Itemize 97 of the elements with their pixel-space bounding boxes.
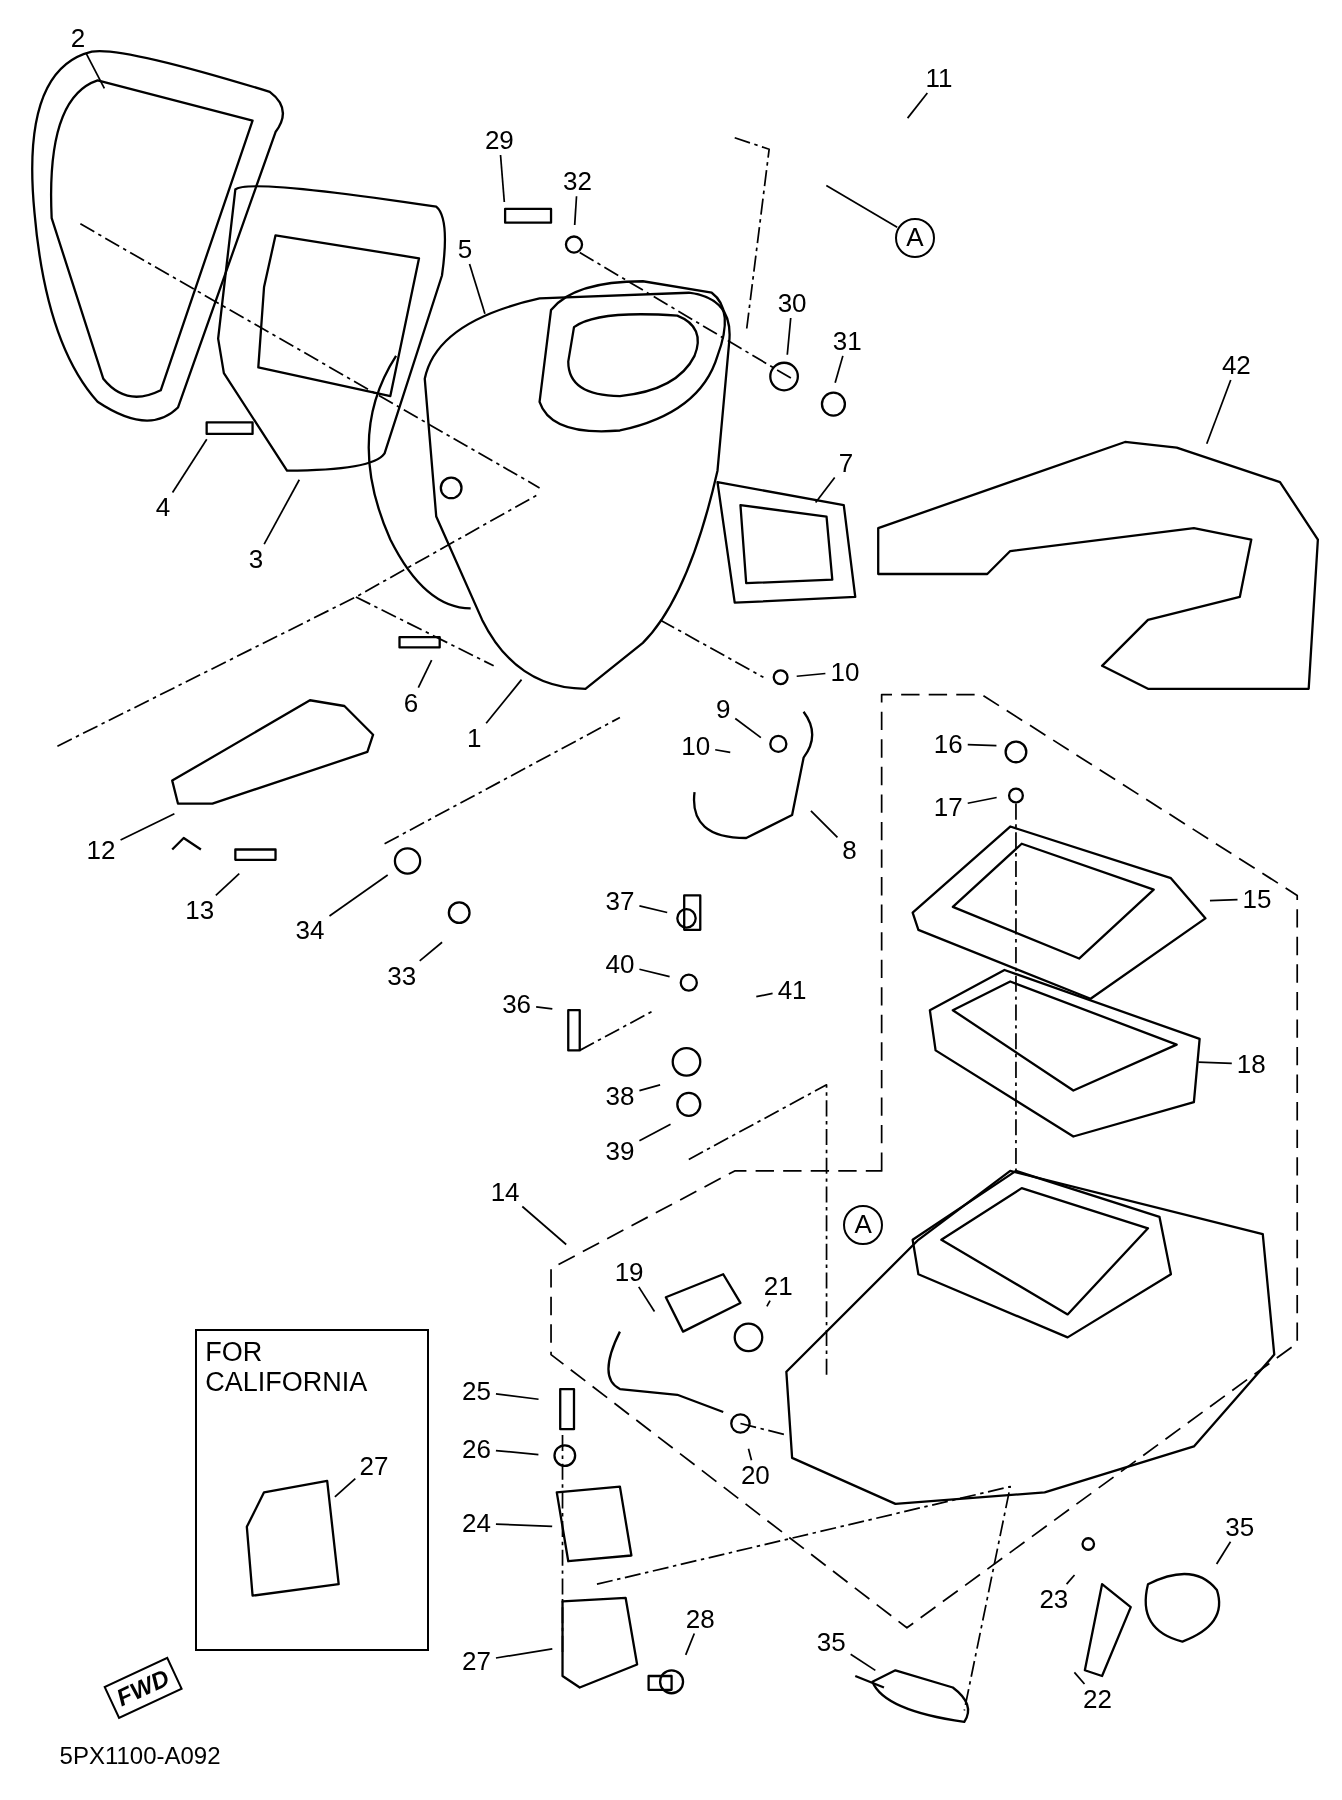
callout-number: 27 — [359, 1451, 389, 1480]
callout-number: 21 — [763, 1271, 793, 1300]
leader-line — [734, 717, 762, 739]
callout-number: 6 — [403, 688, 419, 717]
callout-number: 16 — [933, 729, 963, 758]
leader-line — [171, 438, 208, 494]
leader-line — [714, 748, 732, 754]
leader-line — [521, 1205, 568, 1246]
leader-line — [966, 796, 998, 805]
leader-line — [966, 743, 998, 747]
callout-number: 27 — [461, 1647, 491, 1676]
callout-number: 29 — [484, 126, 514, 155]
leader-line — [214, 872, 241, 897]
leader-line — [499, 154, 506, 203]
callout-number: 38 — [605, 1082, 635, 1111]
callout-number: 35 — [816, 1627, 846, 1656]
callout-number: 10 — [830, 657, 860, 686]
callout-number: 30 — [777, 289, 807, 318]
callout-number: 20 — [740, 1461, 770, 1490]
callout-number: 39 — [605, 1137, 635, 1166]
leader-line — [1205, 379, 1232, 445]
callout-number: 9 — [716, 695, 731, 724]
callout-number: 22 — [1083, 1685, 1112, 1713]
leader-line — [334, 1477, 357, 1498]
direction-label: FWD — [103, 1656, 184, 1719]
leader-line — [1073, 1671, 1086, 1685]
leader-line — [755, 992, 774, 998]
callout-number: 31 — [832, 326, 862, 355]
leader-line — [638, 1123, 672, 1142]
leader-line — [418, 941, 443, 962]
drawing-code: 5PX1100-A092 — [59, 1742, 221, 1771]
leader-line — [485, 678, 523, 725]
leader-line — [1197, 1061, 1233, 1065]
leader-line — [263, 478, 301, 545]
leader-line — [495, 1648, 554, 1659]
callout-number: 3 — [248, 545, 264, 574]
callout-number: 12 — [86, 835, 116, 864]
leader-line — [1209, 898, 1239, 902]
callout-number: 24 — [461, 1509, 491, 1538]
callout-number: 17 — [933, 793, 963, 822]
callout-number: 32 — [563, 167, 592, 196]
leader-line — [747, 1447, 753, 1462]
leader-line — [638, 1083, 661, 1092]
callout-number: 14 — [490, 1177, 520, 1206]
callout-number: 35 — [1225, 1512, 1255, 1541]
leader-line — [834, 355, 844, 384]
callout-number: 13 — [185, 896, 215, 925]
callout-number: 26 — [461, 1434, 491, 1463]
callout-number: 7 — [838, 448, 854, 477]
callout-number: 25 — [461, 1377, 491, 1406]
leader-line — [637, 1286, 656, 1313]
leader-line — [1215, 1540, 1232, 1565]
leader-line — [906, 92, 929, 119]
note-heading: FOR CALIFORNIA — [205, 1337, 369, 1398]
leader-line — [85, 51, 106, 90]
leader-line — [814, 476, 836, 504]
reference-circle: A — [843, 1204, 884, 1245]
leader-line — [766, 1299, 771, 1308]
leader-line — [638, 905, 669, 914]
leader-line — [1065, 1574, 1076, 1586]
leader-line — [495, 1523, 554, 1528]
callout-number: 10 — [681, 732, 711, 761]
callout-number: 28 — [685, 1604, 715, 1633]
leader-line — [795, 672, 827, 678]
callout-number: 23 — [1039, 1585, 1069, 1614]
callout-number: 42 — [1221, 351, 1251, 380]
callout-number: 33 — [387, 961, 417, 990]
leader-line — [495, 1449, 540, 1456]
callout-number: 18 — [1236, 1050, 1266, 1079]
callout-number: 37 — [605, 887, 635, 916]
callout-number: 4 — [155, 493, 171, 522]
callout-number: 36 — [502, 990, 532, 1019]
callout-number: 40 — [605, 950, 635, 979]
callout-number: 5 — [457, 235, 473, 264]
leader-line — [119, 812, 176, 841]
leader-line — [684, 1632, 696, 1656]
callout-number: 41 — [777, 975, 807, 1004]
callout-number: 11 — [925, 64, 953, 93]
callout-number: 34 — [295, 915, 325, 944]
callout-number: 15 — [1242, 884, 1272, 913]
leader-line — [417, 659, 433, 689]
callout-number: 2 — [70, 23, 86, 52]
leader-line — [573, 195, 578, 226]
callout-number: 19 — [614, 1257, 644, 1286]
leader-line — [468, 263, 486, 315]
leader-line — [638, 968, 671, 978]
leader-line — [328, 874, 389, 917]
leader-line — [495, 1393, 540, 1401]
leader-line — [825, 184, 898, 229]
callout-number: 8 — [842, 835, 857, 864]
leader-line — [535, 1006, 554, 1010]
leader-line — [849, 1653, 877, 1672]
note-panel — [195, 1329, 429, 1652]
leader-line — [786, 317, 792, 356]
leader-line — [810, 810, 839, 839]
callout-number: 1 — [466, 724, 482, 753]
reference-circle: A — [894, 217, 935, 258]
